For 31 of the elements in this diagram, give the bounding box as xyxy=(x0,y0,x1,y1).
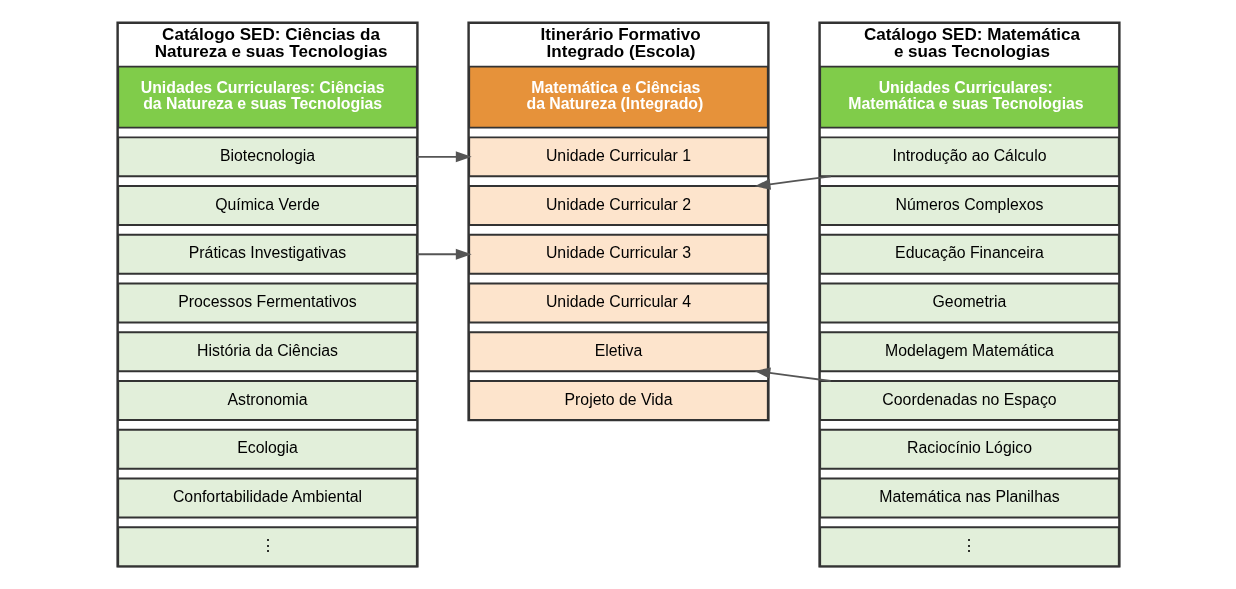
node-box: Modelagem Matemática xyxy=(818,331,1120,373)
node-box: Unidade Curricular 4 xyxy=(467,282,769,324)
node-box: ⋮ xyxy=(818,526,1120,568)
node-box: Unidade Curricular 3 xyxy=(467,233,769,275)
arrow xyxy=(753,367,832,382)
arrow xyxy=(754,175,832,190)
arrow xyxy=(415,248,472,260)
node-box: Raciocínio Lógico xyxy=(818,428,1120,470)
node-box: Matemática nas Planilhas xyxy=(818,477,1120,519)
node-box: Unidade Curricular 1 xyxy=(467,136,769,178)
node-box: Educação Financeira xyxy=(818,233,1120,275)
node-box: Coordenadas no Espaço xyxy=(818,380,1120,421)
node-box: Unidades Curriculares: Ciências da Natureza e suas Tecnologias xyxy=(116,65,418,129)
node-box: Unidades Curriculares: Matemática e suas Tecnologias xyxy=(818,65,1120,129)
arrow xyxy=(415,151,472,163)
node-box: Geometria xyxy=(818,282,1120,324)
node-box: Astronomia xyxy=(116,380,418,421)
node-box: Introdução ao Cálculo xyxy=(818,136,1120,178)
node-box: Processos Fermentativos xyxy=(116,282,418,324)
node-box: Química Verde xyxy=(116,185,418,226)
node-box: Ecologia xyxy=(116,428,418,470)
node-box: Projeto de Vida xyxy=(467,380,769,421)
node-box: Unidade Curricular 2 xyxy=(467,185,769,226)
node-box: ⋮ xyxy=(116,526,418,568)
node-box: Biotecnologia xyxy=(116,136,418,178)
node-box: Matemática e Ciências da Natureza (Integrado) xyxy=(467,65,769,129)
node-box: Eletiva xyxy=(467,331,769,373)
node-box: Confortabilidade Ambiental xyxy=(116,477,418,519)
node-box: Números Complexos xyxy=(818,185,1120,226)
node-box: Práticas Investigativas xyxy=(116,233,418,275)
node-box: História da Ciências xyxy=(116,331,418,373)
